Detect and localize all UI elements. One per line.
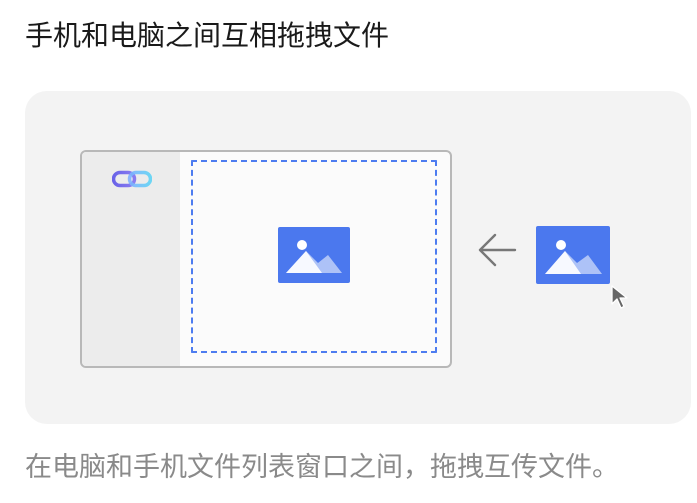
page-title: 手机和电脑之间互相拖拽文件 (25, 19, 390, 52)
window-sidebar (82, 152, 180, 366)
image-icon-glyph (545, 240, 602, 274)
dragged-image-icon (536, 226, 610, 284)
image-icon-glyph (286, 240, 342, 273)
drag-drop-illustration (25, 91, 691, 424)
arrow-left-icon (478, 233, 517, 267)
file-list-window (80, 150, 452, 368)
description-caption: 在电脑和手机文件列表窗口之间，拖拽互传文件。 (25, 452, 619, 483)
drop-zone (191, 160, 437, 353)
mouse-cursor-icon (611, 285, 628, 309)
image-icon (278, 227, 350, 283)
link-icon (112, 170, 152, 188)
